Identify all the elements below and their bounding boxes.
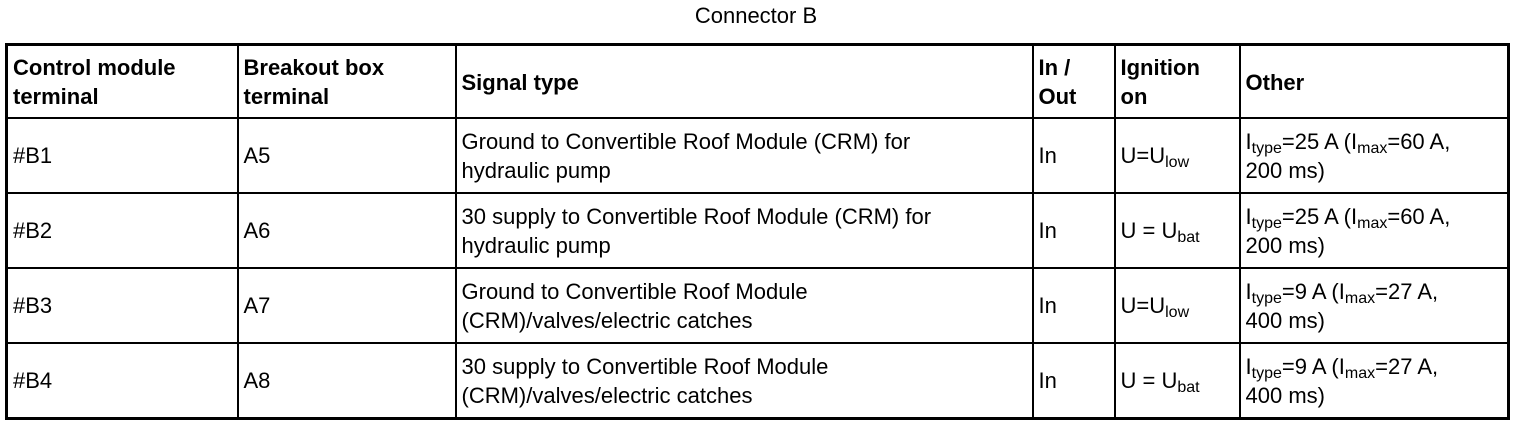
module-terminal-cell: #B1 <box>5 117 239 194</box>
module-terminal-cell: #B3 <box>5 267 239 344</box>
signal-type-cell: Ground to Convertible Roof Module(CRM)/v… <box>454 267 1034 344</box>
in-out-cell: In <box>1031 117 1116 194</box>
ignition-cell: U=Ulow <box>1113 267 1241 344</box>
ignition-cell: U = Ubat <box>1113 192 1241 269</box>
other-cell: Itype=9 A (Imax=27 A,400 ms) <box>1238 342 1510 420</box>
table-row: #B2 A6 30 supply to Convertible Roof Mod… <box>5 192 1510 269</box>
table-row: #B3 A7 Ground to Convertible Roof Module… <box>5 267 1510 344</box>
in-out-cell: In <box>1031 267 1116 344</box>
module-terminal-cell: #B2 <box>5 192 239 269</box>
header-in-out: In /Out <box>1031 43 1116 119</box>
table-row: #B1 A5 Ground to Convertible Roof Module… <box>5 117 1510 194</box>
breakout-terminal-cell: A7 <box>236 267 457 344</box>
in-out-cell: In <box>1031 192 1116 269</box>
header-other: Other <box>1238 43 1510 119</box>
other-cell: Itype=25 A (Imax=60 A,200 ms) <box>1238 192 1510 269</box>
in-out-cell: In <box>1031 342 1116 420</box>
signal-type-cell: 30 supply to Convertible Roof Module(CRM… <box>454 342 1034 420</box>
table-caption: Connector B <box>694 3 818 28</box>
other-cell: Itype=25 A (Imax=60 A,200 ms) <box>1238 117 1510 194</box>
ignition-cell: U=Ulow <box>1113 117 1241 194</box>
module-terminal-cell: #B4 <box>5 342 239 420</box>
ignition-cell: U = Ubat <box>1113 342 1241 420</box>
table-row: #B4 A8 30 supply to Convertible Roof Mod… <box>5 342 1510 420</box>
header-signal-type: Signal type <box>454 43 1034 119</box>
other-cell: Itype=9 A (Imax=27 A,400 ms) <box>1238 267 1510 344</box>
breakout-terminal-cell: A5 <box>236 117 457 194</box>
breakout-terminal-cell: A6 <box>236 192 457 269</box>
breakout-terminal-cell: A8 <box>236 342 457 420</box>
signal-type-cell: 30 supply to Convertible Roof Module (CR… <box>454 192 1034 269</box>
signal-type-cell: Ground to Convertible Roof Module (CRM) … <box>454 117 1034 194</box>
